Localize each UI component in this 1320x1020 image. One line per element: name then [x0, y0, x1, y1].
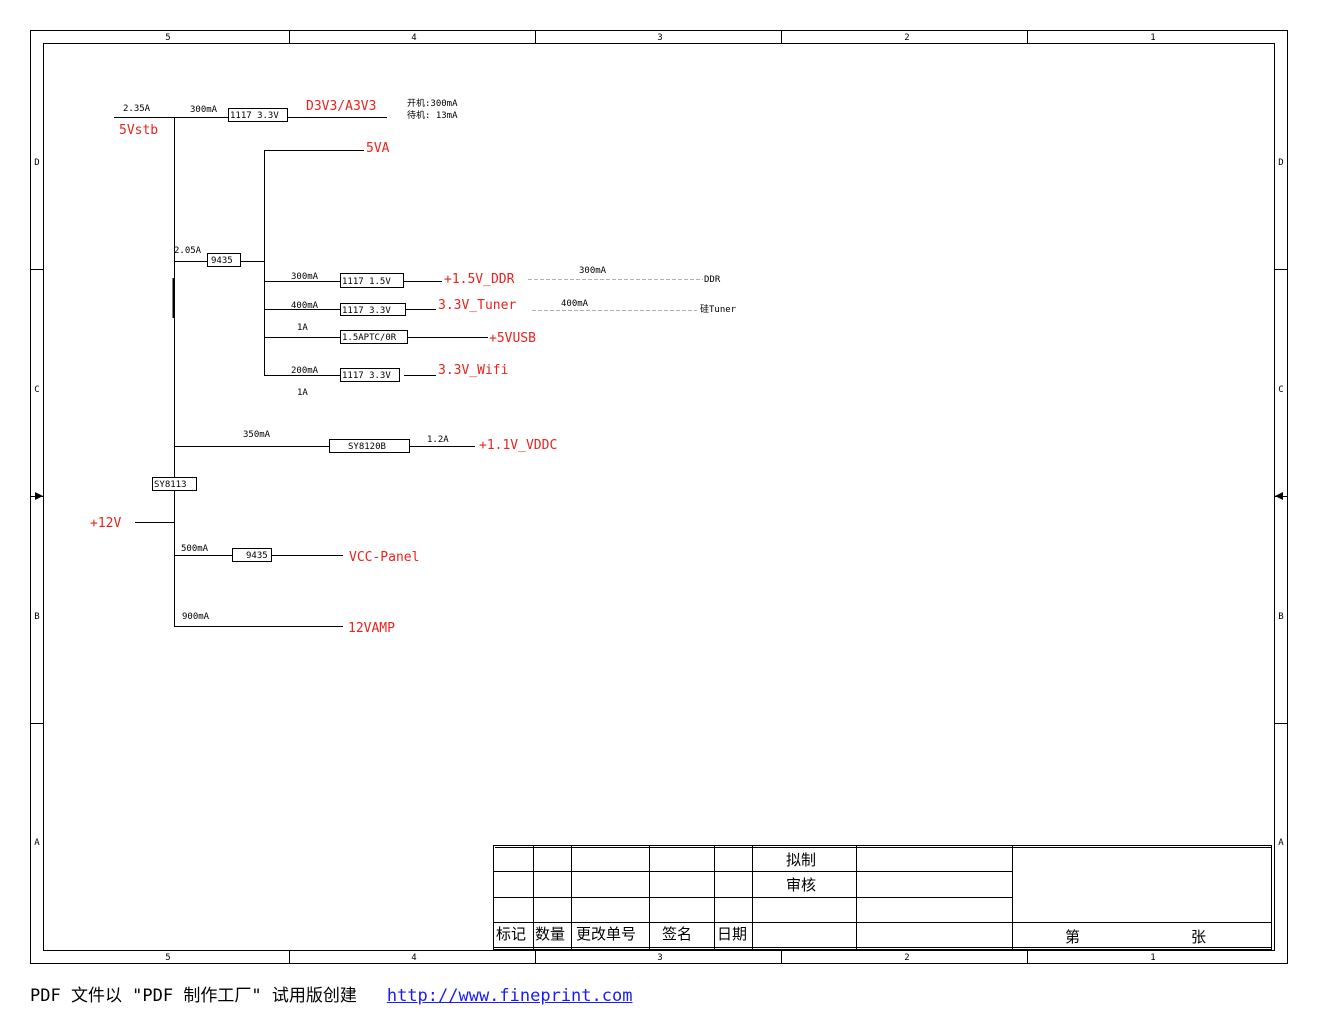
net-3v3-tuner: 3.3V_Tuner — [438, 298, 516, 313]
col-date: 日期 — [717, 925, 747, 943]
col-label-bottom: 2 — [904, 953, 909, 963]
row-label-right: D — [1278, 158, 1283, 168]
parts — [152, 108, 410, 562]
row-label-left: D — [34, 158, 39, 168]
switch-9435-b — [232, 548, 272, 562]
sheet-no-label: 第 — [1065, 928, 1080, 946]
drawing-frame — [30, 30, 1288, 964]
net-1v1-vddc: +1.1V_VDDC — [479, 438, 557, 453]
col-change: 更改单号 — [576, 925, 636, 943]
current-label: 300mA — [190, 105, 218, 115]
dcdc-sy8120b — [329, 439, 410, 453]
fineprint-link[interactable]: http://www.fineprint.com — [386, 986, 633, 1006]
col-sign: 签名 — [662, 925, 692, 943]
part-labels: 1117 3.3V 9435 1117 1.5V 1117 3.3V 1.5AP… — [154, 111, 397, 561]
col-label-bottom: 5 — [165, 953, 170, 963]
col-label-top: 1 — [1150, 33, 1155, 43]
sheet-unit-label: 张 — [1191, 928, 1206, 946]
note-ddr-load: DDR — [704, 275, 721, 285]
label-review: 审核 — [786, 876, 816, 894]
net-12v: +12V — [90, 516, 121, 531]
current-label: 300mA — [291, 272, 319, 282]
ptc-fuse — [340, 330, 408, 344]
col-label-bottom: 1 — [1150, 953, 1155, 963]
load-lines — [528, 279, 703, 311]
note-standby: 待机: 13mA — [407, 109, 458, 121]
title-block-text: 拟制 审核 标记 数量 更改单号 签名 日期 第 张 — [496, 851, 1206, 946]
col-label-top: 5 — [165, 33, 170, 43]
part-label: SY8120B — [348, 442, 386, 452]
row-label-right: A — [1278, 838, 1284, 848]
net-3v3-wifi: 3.3V_Wifi — [438, 363, 508, 378]
part-label: 9435 — [211, 256, 233, 266]
col-qty: 数量 — [535, 925, 565, 943]
current-label: 200mA — [291, 366, 319, 376]
net-labels: 5Vstb D3V3/A3V3 5VA +1.5V_DDR 3.3V_Tuner… — [90, 99, 557, 636]
dcdc-sy8113 — [152, 477, 197, 491]
current-labels: 2.35A 300mA 2.05A 300mA 300mA 400mA 400m… — [123, 104, 607, 622]
pdf-footer: PDF 文件以 "PDF 制作工厂" 试用版创建 http://www.finep… — [30, 981, 632, 1006]
net-5vstb: 5Vstb — [119, 123, 158, 138]
row-label-left: C — [34, 385, 39, 395]
row-label-left: A — [34, 838, 40, 848]
regulator-3v3-wifi — [340, 368, 400, 382]
current-label: 300mA — [579, 266, 607, 276]
label-draft: 拟制 — [786, 851, 816, 869]
note-power-on: 开机:300mA — [407, 97, 458, 109]
part-label: 1117 3.3V — [342, 371, 391, 381]
notes: 开机:300mA 待机: 13mA DDR 硅Tuner — [407, 97, 737, 315]
col-mark: 标记 — [496, 925, 526, 943]
col-label-bottom: 3 — [657, 953, 662, 963]
frame-labels: 5 4 3 2 1 5 4 3 2 1 D C B A D C B A — [34, 33, 1284, 963]
current-label: 350mA — [243, 430, 271, 440]
net-vcc-panel: VCC-Panel — [349, 550, 419, 565]
footer-text: PDF 文件以 "PDF 制作工厂" 试用版创建 — [30, 986, 357, 1006]
note-tuner-load: 硅Tuner — [700, 303, 737, 315]
regulator-3v3-tuner — [340, 303, 406, 316]
row-label-right: B — [1278, 612, 1283, 622]
switch-9435-a — [207, 253, 241, 267]
current-label: 500mA — [181, 544, 209, 554]
col-label-top: 4 — [411, 33, 416, 43]
net-5vusb: +5VUSB — [489, 331, 536, 346]
current-label: 900mA — [182, 612, 210, 622]
row-label-left: B — [34, 612, 39, 622]
current-label: 400mA — [561, 299, 589, 309]
current-label: 1A — [297, 388, 308, 398]
schematic-sheet: 5 4 3 2 1 5 4 3 2 1 D C B A D C B A — [30, 30, 1288, 964]
part-label: 1.5APTC/0R — [342, 333, 397, 343]
net-d3v3: D3V3/A3V3 — [306, 99, 376, 114]
row-label-right: C — [1278, 385, 1283, 395]
current-label: 2.35A — [123, 104, 151, 114]
wires — [114, 117, 488, 627]
regulator-1v5 — [340, 273, 404, 288]
part-label: 1117 3.3V — [342, 306, 391, 316]
current-label: 2.05A — [174, 246, 202, 256]
current-label: 1.2A — [427, 435, 449, 445]
part-label: SY8113 — [154, 480, 187, 490]
part-label: 1117 3.3V — [230, 111, 279, 121]
regulator-3v3-top — [228, 108, 288, 122]
part-label: 9435 — [246, 551, 268, 561]
net-1v5-ddr: +1.5V_DDR — [444, 272, 515, 287]
net-5va: 5VA — [366, 141, 390, 156]
current-label: 1A — [297, 323, 308, 333]
col-label-top: 3 — [657, 33, 662, 43]
net-12vamp: 12VAMP — [348, 621, 395, 636]
col-label-bottom: 4 — [411, 953, 416, 963]
part-label: 1117 1.5V — [342, 277, 391, 287]
col-label-top: 2 — [904, 33, 909, 43]
title-block — [493, 845, 1272, 950]
current-label: 400mA — [291, 301, 319, 311]
